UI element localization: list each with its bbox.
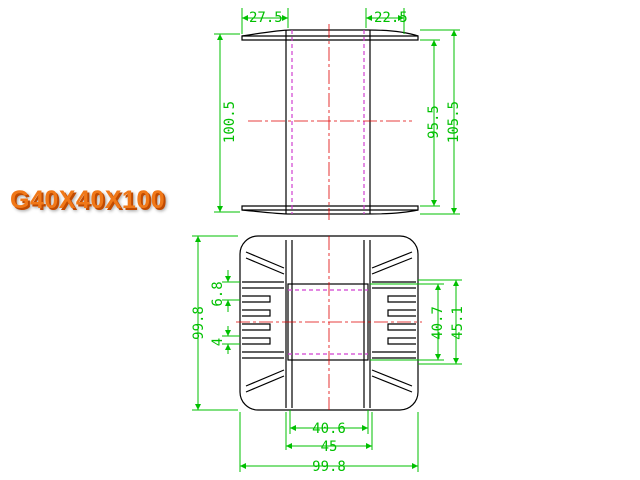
dim-overall-width: 99.8 — [312, 459, 346, 475]
pin-comb-left — [242, 281, 284, 359]
bottom-flange — [241, 205, 419, 211]
dim-slot-pitch: 6.8 — [210, 281, 226, 306]
rib-lower-right — [371, 369, 413, 393]
bottom-view-dimensions — [192, 235, 462, 472]
dim-slot-gap: 4 — [210, 338, 226, 346]
dim-right-outer: 45.1 — [450, 306, 466, 340]
dim-side-left-height: 100.5 — [222, 101, 238, 143]
dim-side-inner-height: 95.5 — [426, 105, 442, 139]
rib-upper-right — [371, 251, 413, 275]
side-view — [241, 24, 419, 220]
dim-top-right: 22.5 — [374, 10, 408, 26]
dim-mid-width: 45 — [321, 439, 338, 455]
dim-top-left: 27.5 — [249, 10, 283, 26]
dim-bottom-left-height: 99.8 — [191, 306, 207, 340]
dim-core-width: 40.6 — [312, 421, 346, 437]
dim-side-outer-height: 105.5 — [446, 101, 462, 143]
rib-upper-left — [245, 251, 285, 275]
rib-lower-left — [245, 369, 285, 393]
top-flange — [241, 35, 419, 41]
side-view-dimensions — [214, 8, 460, 215]
top-flange-taper — [241, 29, 419, 37]
pin-comb-right — [372, 281, 416, 359]
bottom-view — [236, 235, 422, 411]
part-number-title: G40X40X100 — [10, 186, 166, 214]
dim-right-inner: 40.7 — [430, 306, 446, 340]
